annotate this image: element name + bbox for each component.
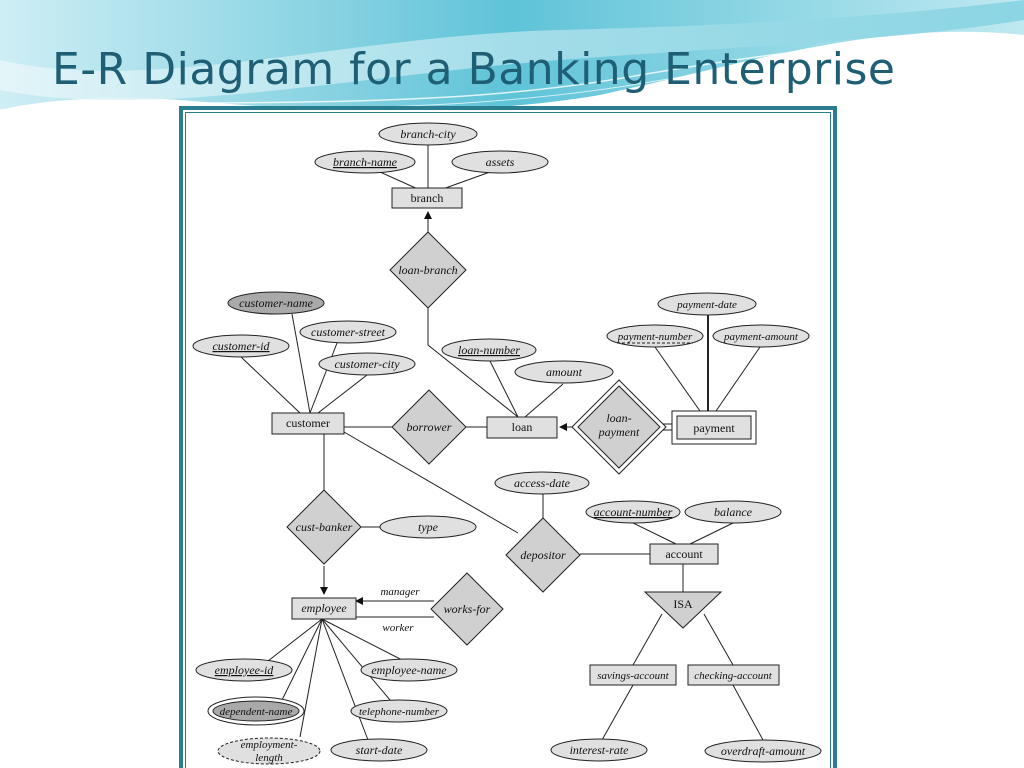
role-label-worker: worker (382, 622, 414, 634)
svg-text:borrower: borrower (407, 420, 452, 434)
svg-text:payment-date: payment-date (676, 299, 737, 311)
connector-lines (239, 145, 764, 741)
svg-text:payment-amount: payment-amount (723, 331, 799, 343)
svg-text:employee-id: employee-id (215, 663, 275, 677)
svg-text:amount: amount (546, 365, 583, 379)
attr-customer-id: customer-id (192, 334, 290, 358)
attr-access-date: access-date (494, 471, 590, 495)
svg-text:account-number: account-number (594, 505, 673, 519)
attr-employee-name: employee-name (360, 658, 458, 682)
isa-triangle: ISA (643, 591, 723, 629)
attr-payment-amount: payment-amount (712, 324, 810, 348)
svg-text:assets: assets (486, 155, 515, 169)
svg-text:employee: employee (301, 601, 347, 615)
attr-customer-name: customer-name (227, 291, 325, 315)
svg-text:employment-: employment- (241, 739, 298, 751)
svg-text:payment: payment (693, 421, 735, 435)
entity-employee: employee (291, 597, 357, 620)
svg-text:type: type (418, 520, 439, 534)
entity-customer: customer (271, 412, 345, 435)
entity-checking-account: checking-account (687, 664, 780, 686)
svg-text:employee-name: employee-name (371, 663, 447, 677)
role-label-manager: manager (380, 586, 420, 598)
svg-text:customer: customer (286, 416, 330, 430)
relationship-works-for: works-for (430, 572, 504, 646)
svg-text:works-for: works-for (444, 602, 491, 616)
relationship-borrower: borrower (391, 389, 467, 465)
svg-text:payment: payment (598, 425, 640, 439)
attr-type: type (379, 515, 477, 539)
relationship-loan-branch: loan-branch (389, 231, 467, 309)
svg-text:savings-account: savings-account (597, 670, 669, 682)
svg-text:interest-rate: interest-rate (570, 743, 630, 757)
relationship-cust-banker: cust-banker (286, 489, 362, 565)
attr-amount: amount (514, 360, 614, 384)
svg-text:loan-: loan- (606, 411, 631, 425)
entity-account: account (649, 543, 719, 565)
svg-text:loan-number: loan-number (458, 343, 520, 357)
identifying-relationship-loan-payment: loan- payment (571, 379, 667, 475)
svg-text:account: account (665, 547, 703, 561)
svg-text:cust-banker: cust-banker (296, 520, 353, 534)
svg-text:telephone-number: telephone-number (359, 706, 440, 718)
attr-branch-city: branch-city (378, 122, 478, 146)
attr-payment-number: payment-number (606, 324, 704, 348)
svg-text:balance: balance (714, 505, 753, 519)
svg-text:dependent-name: dependent-name (220, 706, 293, 718)
attr-employment-length-derived: employment- length (217, 737, 321, 765)
attr-overdraft-amount: overdraft-amount (704, 739, 822, 763)
svg-text:depositor: depositor (520, 548, 566, 562)
svg-text:customer-street: customer-street (311, 325, 386, 339)
entity-savings-account: savings-account (589, 664, 677, 686)
attr-payment-date: payment-date (657, 292, 757, 316)
svg-text:loan-branch: loan-branch (398, 263, 457, 277)
svg-text:branch-city: branch-city (400, 127, 456, 141)
attr-telephone-number: telephone-number (350, 699, 448, 723)
svg-text:customer-name: customer-name (239, 296, 313, 310)
svg-text:branch-name: branch-name (333, 155, 398, 169)
attr-start-date: start-date (330, 738, 428, 762)
weak-entity-payment: payment (671, 410, 757, 445)
attr-assets: assets (451, 150, 549, 174)
attr-account-number: account-number (585, 500, 681, 524)
attr-interest-rate: interest-rate (550, 738, 648, 762)
svg-text:customer-city: customer-city (334, 357, 400, 371)
relationship-depositor: depositor (505, 517, 581, 593)
svg-text:loan: loan (512, 420, 533, 434)
attr-balance: balance (684, 500, 782, 524)
svg-text:payment-number: payment-number (617, 331, 693, 343)
attr-branch-name: branch-name (314, 150, 416, 174)
svg-text:length: length (255, 752, 283, 764)
svg-text:checking-account: checking-account (694, 670, 773, 682)
svg-text:ISA: ISA (673, 597, 693, 611)
svg-text:branch: branch (411, 191, 444, 205)
svg-text:start-date: start-date (356, 743, 403, 757)
attr-customer-city: customer-city (318, 352, 416, 376)
entity-loan: loan (486, 416, 558, 439)
slide-title: E-R Diagram for a Banking Enterprise (52, 44, 896, 95)
header-wave-highlight (0, 0, 1024, 101)
svg-text:overdraft-amount: overdraft-amount (721, 744, 806, 758)
attr-loan-number: loan-number (441, 338, 537, 362)
entity-branch: branch (391, 187, 463, 209)
attr-customer-street: customer-street (299, 320, 397, 344)
svg-text:access-date: access-date (514, 476, 571, 490)
attr-dependent-name-multivalued: dependent-name (207, 696, 305, 726)
svg-text:customer-id: customer-id (212, 339, 270, 353)
attr-employee-id: employee-id (195, 658, 293, 682)
